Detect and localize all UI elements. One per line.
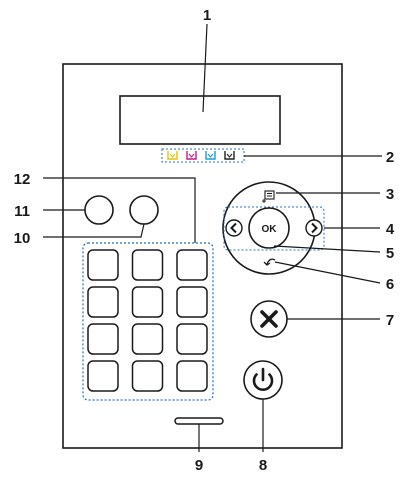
callout-10: 10	[14, 230, 31, 247]
number-keypad	[87, 249, 208, 392]
arrow-keys-group	[223, 206, 325, 251]
callout-8: 8	[259, 457, 267, 474]
toner-level-mark	[188, 153, 195, 158]
keypad-key[interactable]	[87, 286, 119, 318]
back-icon[interactable]	[263, 258, 276, 266]
round-button-left[interactable]	[84, 195, 114, 225]
callout-7: 7	[386, 312, 394, 329]
toner-cartridge-icon	[186, 151, 197, 160]
left-arrow-button[interactable]	[225, 219, 243, 237]
status-led	[174, 417, 224, 425]
callout-3: 3	[386, 186, 394, 203]
callout-11: 11	[14, 203, 30, 220]
keypad-key[interactable]	[176, 286, 208, 318]
callout-9: 9	[195, 457, 203, 474]
keypad-key[interactable]	[176, 249, 208, 281]
keypad-key[interactable]	[176, 360, 208, 392]
callout-numbers: 1 2 3 4 5 6 7 8 9 10 11 12	[14, 7, 395, 474]
keypad-key[interactable]	[131, 249, 164, 281]
callout-2: 2	[386, 149, 394, 166]
callout-4: 4	[386, 221, 395, 238]
keypad-key[interactable]	[131, 360, 164, 392]
chevron-right-icon	[311, 222, 318, 234]
keypad-key[interactable]	[87, 360, 119, 392]
keypad-key[interactable]	[176, 323, 208, 355]
toner-level-mark	[169, 153, 176, 158]
close-icon	[260, 310, 278, 328]
toner-cartridge-icon	[167, 151, 178, 160]
keypad-key[interactable]	[87, 249, 119, 281]
toner-indicators	[167, 151, 235, 160]
callout-6: 6	[386, 276, 394, 293]
display-screen[interactable]	[119, 95, 281, 145]
keypad-key[interactable]	[87, 323, 119, 355]
toner-cartridge-icon	[205, 151, 216, 160]
power-icon	[252, 367, 274, 391]
callout-12: 12	[14, 171, 31, 188]
ok-label: OK	[262, 224, 278, 235]
menu-icon[interactable]	[262, 190, 275, 203]
keypad-key[interactable]	[131, 323, 164, 355]
toner-cartridge-icon	[224, 151, 235, 160]
keypad-key[interactable]	[131, 286, 164, 318]
keypad-group	[82, 242, 214, 401]
right-arrow-button[interactable]	[305, 219, 323, 237]
ok-button[interactable]	[248, 207, 290, 249]
callout-1: 1	[203, 7, 211, 24]
callout-leaders	[43, 23, 382, 452]
chevron-left-icon	[230, 222, 237, 234]
toner-level-mark	[207, 153, 214, 158]
toner-level-mark	[226, 153, 233, 158]
round-button-right[interactable]	[129, 195, 159, 225]
callout-5: 5	[386, 245, 394, 262]
